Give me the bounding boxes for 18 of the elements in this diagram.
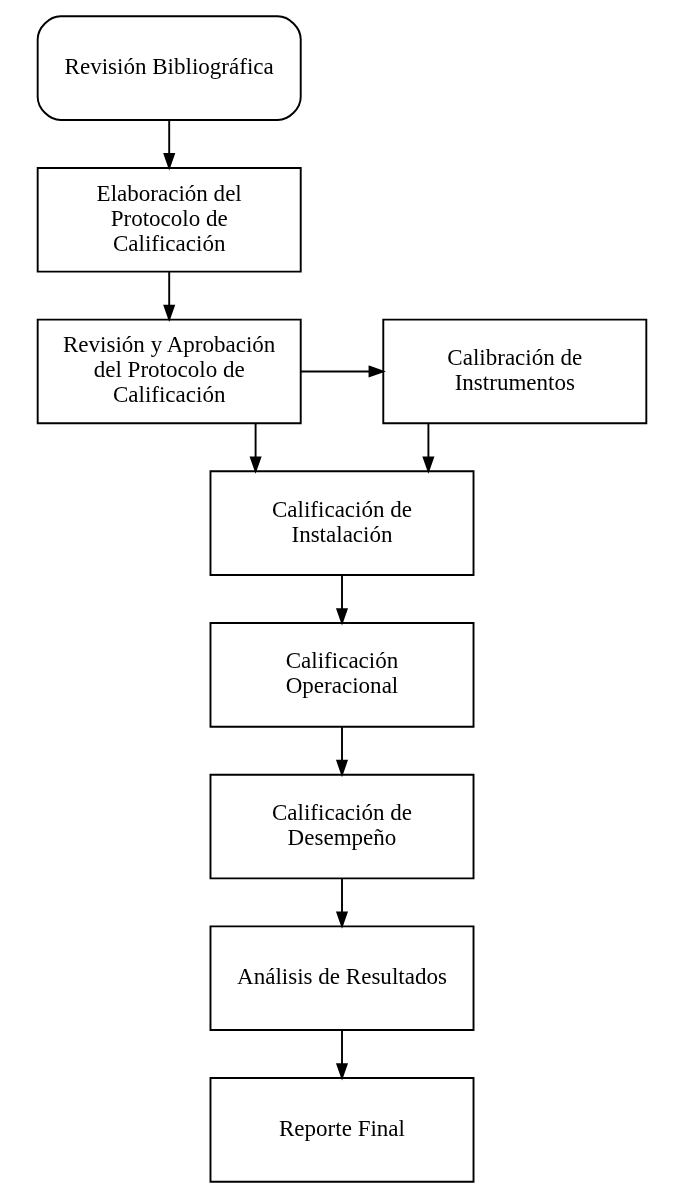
node-box: Revisión Bibliográfica — [36, 15, 302, 121]
node-box: Análisis de Resultados — [209, 925, 475, 1031]
node-box: Revisión y Aprobación del Protocolo de Calificación — [36, 318, 302, 425]
arrow — [163, 119, 176, 171]
node-box: Calificación de Instalación — [209, 470, 475, 576]
arrow — [422, 422, 435, 474]
node-box: Calibración de Instrumentos — [382, 318, 648, 425]
node-box: Elaboración del Protocolo de Calificación — [36, 167, 302, 273]
arrow — [335, 877, 349, 929]
node-box: Calificación Operacional — [209, 622, 475, 728]
arrow — [335, 726, 349, 778]
arrow — [335, 574, 349, 626]
node-box: Reporte Final — [209, 1077, 475, 1183]
arrow — [335, 1029, 349, 1081]
arrow — [163, 271, 176, 323]
node-box: Calificación de Desempeño — [209, 773, 475, 880]
arrow — [299, 365, 386, 378]
arrow — [249, 422, 262, 474]
